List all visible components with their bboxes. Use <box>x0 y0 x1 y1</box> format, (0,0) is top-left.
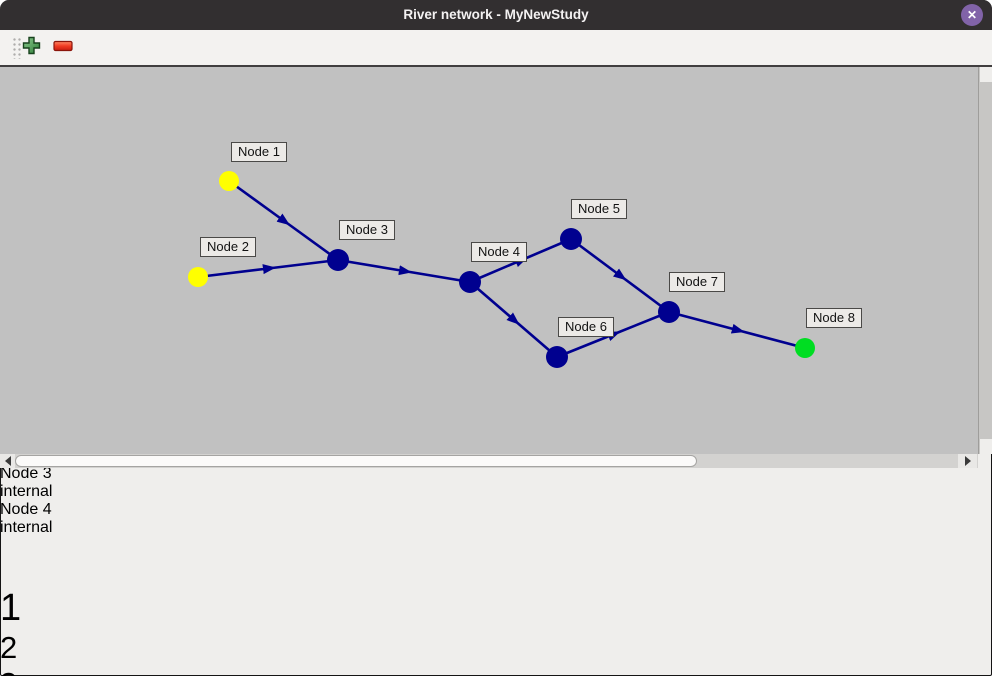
table-cell: internal <box>0 483 53 500</box>
network-node[interactable] <box>459 271 481 293</box>
network-node[interactable] <box>546 346 568 368</box>
titlebar: River network - MyNewStudy ✕ <box>0 0 992 30</box>
nodes-table-scrollbar[interactable] <box>0 537 276 587</box>
annotation-3: 3 <box>0 666 992 676</box>
toolbar-grip-handle[interactable] <box>12 37 21 59</box>
network-node[interactable] <box>327 249 349 271</box>
remove-button[interactable] <box>50 34 76 60</box>
table-cell: internal <box>0 519 53 536</box>
node-label[interactable]: Node 7 <box>669 272 725 292</box>
node-label[interactable]: Node 6 <box>558 317 614 337</box>
node-label[interactable]: Node 8 <box>806 308 862 328</box>
main-toolbar <box>0 30 992 67</box>
river-network-svg <box>188 171 815 368</box>
table-cell: Node 4 <box>0 501 52 518</box>
node-label[interactable]: Node 3 <box>339 220 395 240</box>
node-label[interactable]: Node 4 <box>471 242 527 262</box>
triangle-left-icon <box>4 456 11 466</box>
network-node[interactable] <box>560 228 582 250</box>
river-link[interactable] <box>197 258 339 279</box>
annotation-1: 1 <box>0 587 22 629</box>
network-canvas[interactable]: Node 1 Node 2 Node 3 Node 4 Node 5 Node 6 Node… <box>0 67 978 454</box>
network-node[interactable] <box>219 171 239 191</box>
scroll-up-button[interactable] <box>980 67 992 82</box>
window-title: River network - MyNewStudy <box>403 7 589 22</box>
network-node[interactable] <box>658 301 680 323</box>
canvas-vertical-scrollbar[interactable] <box>978 67 992 454</box>
network-node[interactable] <box>188 267 208 287</box>
scroll-down-button[interactable] <box>980 439 992 454</box>
river-link[interactable] <box>570 237 670 314</box>
triangle-right-icon <box>964 456 971 466</box>
add-button[interactable] <box>18 34 44 60</box>
table-cell: Node 3 <box>0 465 52 482</box>
river-link[interactable] <box>337 258 471 284</box>
scroll-thumb[interactable] <box>0 537 276 587</box>
close-icon: ✕ <box>966 8 978 22</box>
river-link[interactable] <box>668 310 806 350</box>
horizontal-scroll-thumb[interactable] <box>15 455 697 467</box>
close-button[interactable]: ✕ <box>961 4 983 26</box>
river-link[interactable] <box>228 179 339 262</box>
node-label[interactable]: Node 2 <box>200 237 256 257</box>
scroll-left-button[interactable] <box>0 454 15 468</box>
scroll-right-button[interactable] <box>958 454 977 468</box>
plus-icon <box>22 36 40 55</box>
node-label[interactable]: Node 1 <box>231 142 287 162</box>
river-link[interactable] <box>469 281 558 358</box>
canvas-horizontal-scrollbar[interactable] <box>0 454 978 468</box>
node-label[interactable]: Node 5 <box>571 199 627 219</box>
minus-icon <box>53 40 73 51</box>
network-node[interactable] <box>795 338 815 358</box>
annotation-2: 2 <box>0 630 18 665</box>
